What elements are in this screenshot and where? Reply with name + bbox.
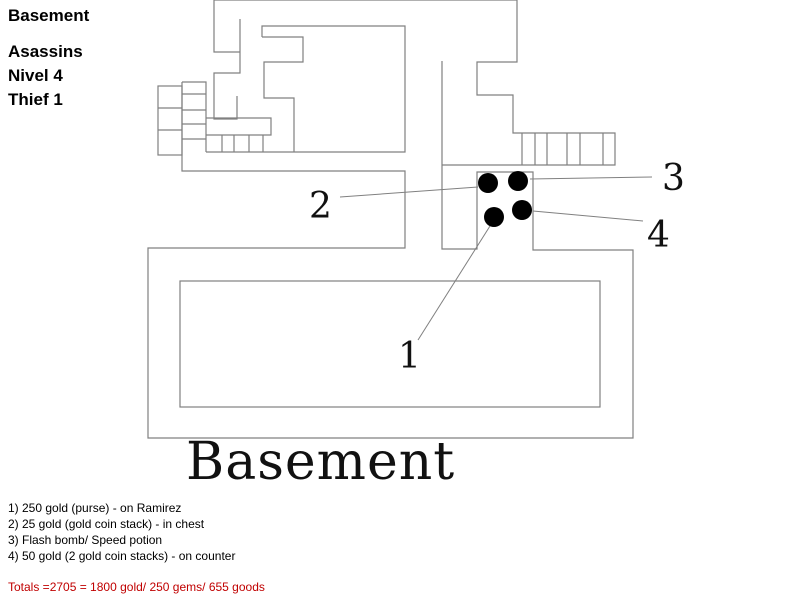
- legend-item: 1) 250 gold (purse) - on Ramirez: [8, 501, 182, 515]
- subtitle-mission: Thief 1: [8, 90, 63, 109]
- loot-legend: 1) 250 gold (purse) - on Ramirez 2) 25 g…: [8, 500, 235, 564]
- marker-2-dot[interactable]: [478, 173, 498, 193]
- marker-2-label: 2: [309, 186, 332, 227]
- walls-west-wing: [147, 0, 634, 439]
- legend-item: 2) 25 gold (gold coin stack) - in chest: [8, 517, 205, 531]
- marker-1-dot[interactable]: [484, 207, 504, 227]
- marker-3-dot[interactable]: [508, 171, 528, 191]
- marker-4-dot[interactable]: [512, 200, 532, 220]
- legend-item: 3) Flash bomb/ Speed potion: [8, 533, 163, 547]
- legend-item: 4) 50 gold (2 gold coin stacks) - on cou…: [8, 549, 236, 563]
- walls-east-wing: [214, 0, 616, 166]
- map-caption: Basement: [186, 432, 456, 492]
- marker-3-label: 3: [662, 158, 685, 199]
- loot-totals: Totals =2705 = 1800 gold/ 250 gems/ 655 …: [8, 580, 265, 594]
- subtitle-guild: Asassins: [8, 42, 83, 61]
- leader-lines: [339, 176, 653, 341]
- page-title: Basement: [8, 6, 90, 25]
- subtitle-level: Nivel 4: [8, 66, 63, 85]
- marker-4-label: 4: [647, 215, 670, 256]
- marker-1-label: 1: [398, 336, 421, 377]
